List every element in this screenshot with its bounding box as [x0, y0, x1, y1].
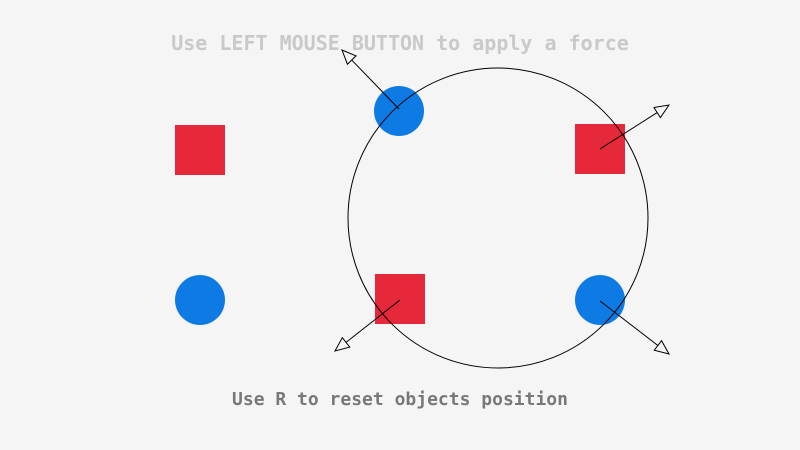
force-arrow-red-right — [599, 104, 671, 150]
force-arrow-red-right-head — [653, 104, 671, 119]
force-arrow-blue-right — [599, 300, 671, 355]
blue-circle-left[interactable] — [175, 275, 225, 325]
force-arrow-blue-top-head — [341, 49, 357, 66]
force-arrow-blue-top — [341, 49, 400, 110]
red-square-left[interactable] — [175, 125, 225, 175]
blue-circle-right[interactable] — [575, 275, 625, 325]
force-arrow-blue-right-head — [653, 339, 671, 355]
force-arrow-red-center-head — [334, 336, 351, 352]
instruction-reset-objects: Use R to reset objects position — [232, 389, 568, 410]
blue-circle-top[interactable] — [374, 86, 424, 136]
force-arrow-red-center — [334, 299, 401, 352]
instruction-apply-force: Use LEFT MOUSE BUTTON to apply a force — [171, 31, 629, 55]
red-square-center[interactable] — [375, 274, 425, 324]
boundary-circle — [347, 67, 649, 369]
